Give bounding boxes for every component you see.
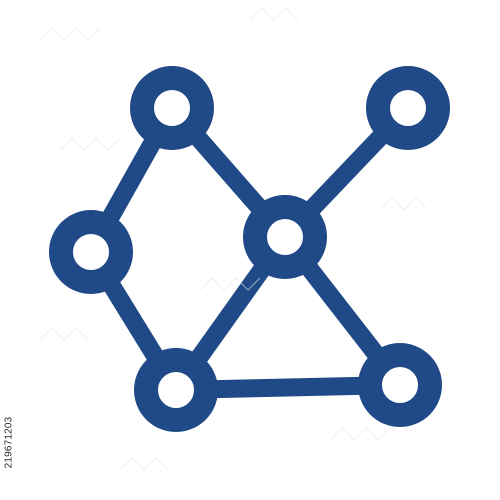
node-bottom-left [134, 348, 218, 432]
stock-image-id-text: 219671203 [3, 416, 15, 468]
node-bottom-right [358, 343, 442, 427]
node-top-right [366, 66, 450, 150]
stock-image-id: 219671203 [2, 392, 16, 492]
node-center [243, 195, 327, 279]
node-top [130, 66, 214, 150]
nodes [49, 66, 450, 432]
node-left [49, 210, 133, 294]
